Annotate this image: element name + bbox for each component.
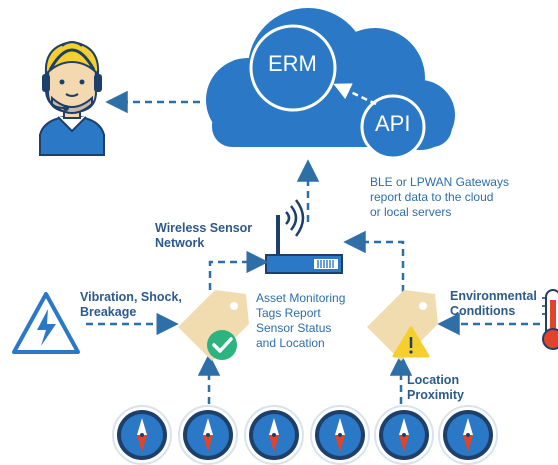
thermometer-icon — [542, 289, 558, 350]
compass-icon — [374, 405, 434, 465]
environmental-label: Environmental Conditions — [450, 289, 537, 318]
location-proximity-label: Location Proximity — [407, 373, 464, 402]
tag-check-icon — [178, 290, 249, 361]
router-icon — [265, 199, 343, 274]
gateway-note: BLE or LPWAN Gateways report data to the… — [370, 175, 509, 219]
compass-icon — [244, 405, 304, 465]
cloud-erm-label: ERM — [268, 51, 317, 76]
electric-hazard-icon — [12, 292, 80, 354]
tags-report-label: Asset Monitoring Tags Report Sensor Stat… — [256, 291, 346, 350]
compass-icon — [112, 405, 172, 465]
vibration-label: Vibration, Shock, Breakage — [80, 290, 182, 319]
arrow-right-tag-to-router — [343, 230, 405, 292]
arrow-left-tag-to-router — [208, 250, 269, 290]
compass-icon — [310, 405, 370, 465]
compass-icon — [438, 405, 498, 465]
wireless-network-label: Wireless Sensor Network — [155, 221, 253, 250]
compass-row — [112, 405, 498, 465]
person-headset-icon — [39, 40, 105, 156]
tag-warning-icon — [367, 290, 438, 361]
cloud-icon — [206, 8, 455, 160]
cloud-api-label: API — [375, 111, 411, 136]
connection-arrows — [86, 90, 540, 404]
compass-icon — [178, 405, 238, 465]
